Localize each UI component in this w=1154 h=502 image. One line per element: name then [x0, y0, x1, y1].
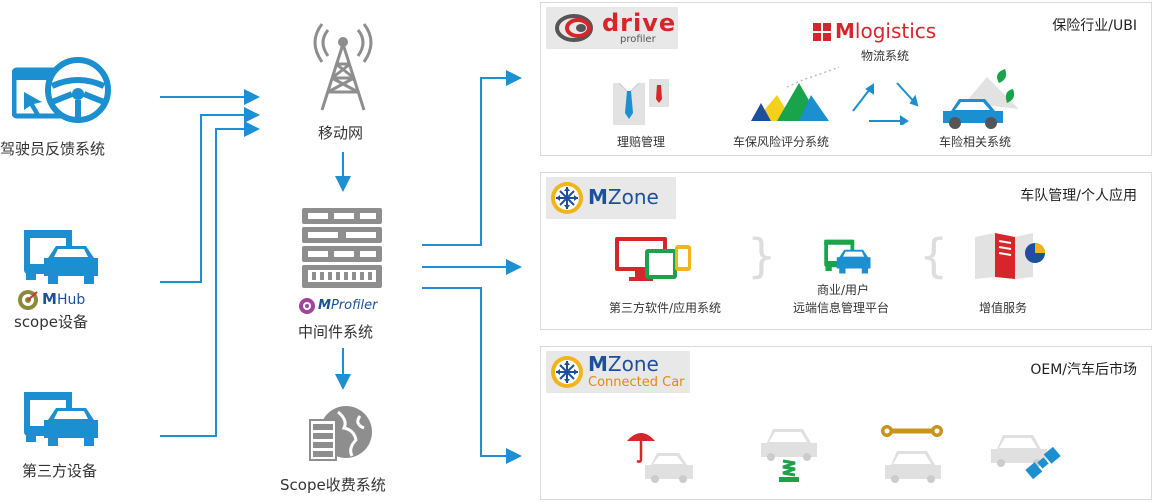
- risk-score-mountain-icon: [751, 66, 840, 121]
- mprofiler-logo-icon: [299, 298, 315, 314]
- arrow-to-insurance: [422, 70, 522, 246]
- fleet-panel: MZone 车队管理/个人应用 第三方软件/应用系统 } 商业/用户 远端信息管…: [540, 172, 1152, 330]
- server-rack-icon: [302, 208, 382, 288]
- fleet-panel-title: 车队管理/个人应用: [1020, 188, 1137, 204]
- driveprofiler-logo: drive profiler: [546, 7, 678, 49]
- mhub-logo: MHub: [42, 290, 86, 308]
- insurance-panel: drive profiler Mlogistics 物流系统 保险行业/UBI …: [540, 2, 1152, 156]
- cycle-arrows-icon: [852, 82, 919, 125]
- driver-feedback-label: 驾驶员反馈系统: [0, 140, 106, 158]
- software-devices-icon: [615, 237, 691, 281]
- commercial-user-label: 商业/用户: [817, 283, 870, 297]
- mzone-connected-car-logo: MZone Connected Car: [546, 351, 690, 393]
- mzone-logo: MZone: [546, 177, 676, 219]
- mhub-logo-icon: [18, 290, 38, 310]
- brace-left-icon: {: [919, 229, 949, 283]
- middleware-label: 中间件系统: [298, 323, 374, 341]
- mobile-network-label: 移动网: [318, 124, 364, 142]
- mzone-compass-icon: [551, 356, 583, 388]
- arrow-to-oem: [422, 287, 522, 464]
- car-insurance-label: 车险相关系统: [939, 135, 1012, 149]
- mlogistics-logo-icon: [813, 23, 831, 41]
- scope-truck-icon: [24, 230, 98, 284]
- connected-car-satellite-icon: [991, 435, 1061, 480]
- driver-feedback-icon: [12, 57, 111, 123]
- mzone-logo-text: MZone: [588, 352, 659, 376]
- billing-server-globe-icon: [309, 406, 372, 461]
- mzone-logo-text: MZone: [588, 185, 659, 209]
- third-party-truck-icon: [24, 392, 98, 446]
- driveprofiler-logo-main: drive: [602, 9, 677, 37]
- mlogistics-label: 物流系统: [861, 49, 910, 63]
- mlogistics-logo: Mlogistics: [835, 19, 937, 43]
- third-party-device-label: 第三方设备: [22, 462, 98, 480]
- arrow-scope-to-network: [160, 107, 260, 283]
- claims-label: 理赔管理: [617, 135, 666, 149]
- brace-right-icon: }: [747, 229, 777, 283]
- scope-billing-label: Scope收费系统: [280, 476, 386, 494]
- oem-panel: MZone Connected Car OEM/汽车后市场: [540, 346, 1152, 500]
- car-insurance-car-icon: [943, 69, 1019, 129]
- car-lift-icon: [761, 429, 817, 482]
- insured-car-umbrella-icon: [627, 433, 693, 483]
- telematics-platform-label: 远端信息管理平台: [793, 301, 890, 315]
- mzone-compass-icon: [551, 182, 583, 214]
- scope-device-label: scope设备: [14, 313, 88, 331]
- connected-car-text: Connected Car: [588, 375, 685, 390]
- commercial-truck-icon: [824, 239, 871, 274]
- mprofiler-logo: MProfiler: [318, 298, 378, 313]
- insurance-panel-title: 保险行业/UBI: [1052, 18, 1137, 34]
- repair-wrench-car-icon: [881, 425, 943, 483]
- oem-panel-title: OEM/汽车后市场: [1030, 362, 1137, 378]
- driveprofiler-logo-sub: profiler: [620, 34, 656, 45]
- value-added-brochure-icon: [975, 233, 1045, 279]
- third-party-software-label: 第三方软件/应用系统: [609, 301, 722, 315]
- value-added-label: 增值服务: [979, 301, 1028, 315]
- arrow-thirdparty-to-network: [160, 121, 260, 437]
- driveprofiler-swirl-icon: [555, 14, 593, 42]
- claims-shirt-tie-icon: [613, 79, 669, 125]
- risk-score-label: 车保风险评分系统: [733, 135, 830, 149]
- antenna-tower-icon: [313, 23, 373, 111]
